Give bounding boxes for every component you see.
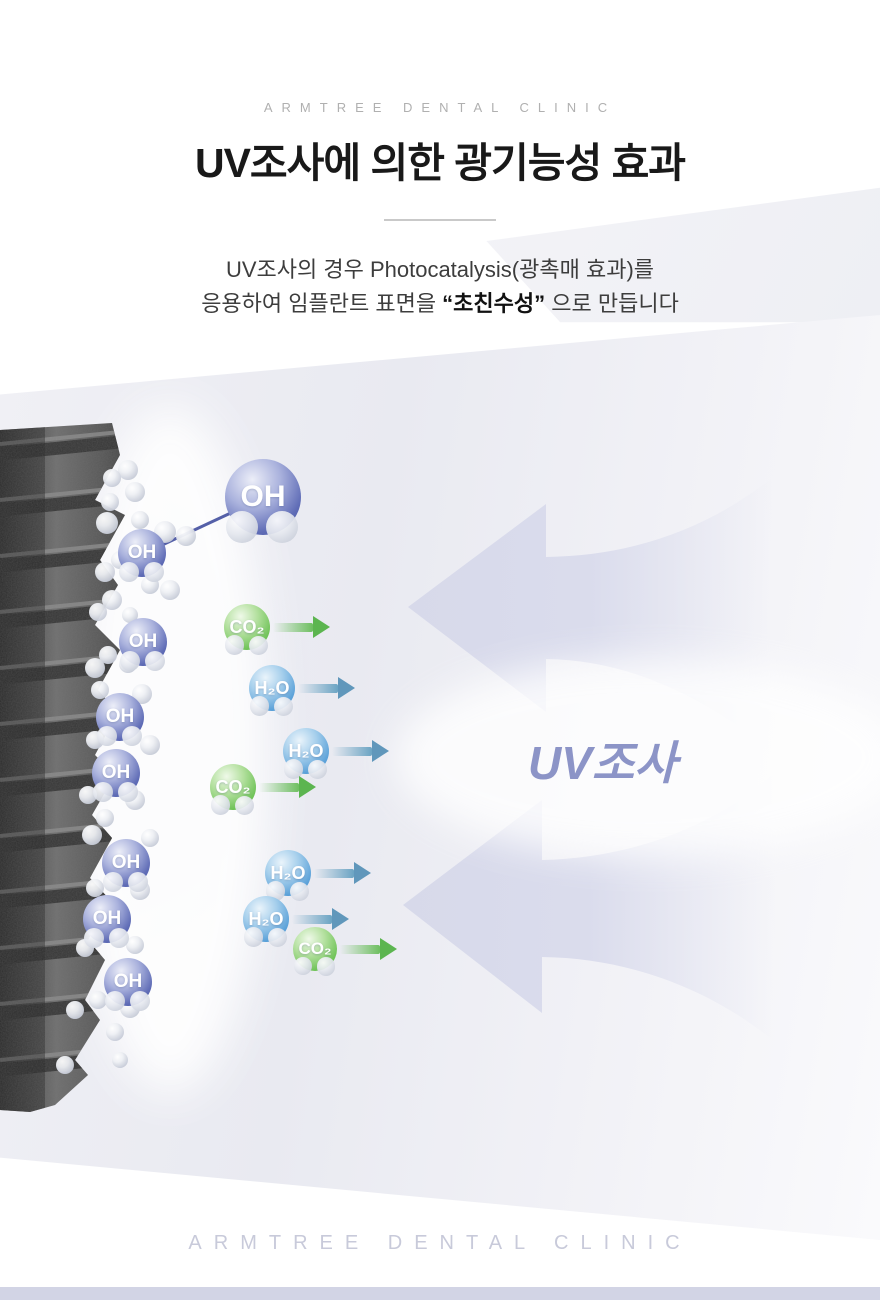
footer-bar <box>0 1287 880 1300</box>
subtitle-line2-bold: “초친수성” <box>442 291 546 316</box>
uv-label: UV조사 <box>528 737 677 789</box>
divider <box>384 219 496 221</box>
brand-text-top: ARMTREE DENTAL CLINIC <box>263 100 617 115</box>
page-title: UV조사에 의한 광기능성 효과 <box>194 140 686 186</box>
subtitle-line2-suffix: 으로 만듭니다 <box>545 291 679 316</box>
subtitle-line1: UV조사의 경우 Photocatalysis(광촉매 효과)를 <box>225 257 655 282</box>
subtitle-line2-prefix: 응용하여 임플란트 표면을 <box>201 291 443 316</box>
uv-label-highlight <box>395 658 880 858</box>
implant-screw <box>0 423 125 1112</box>
subtitle: UV조사의 경우 Photocatalysis(광촉매 효과)를 응용하여 임플… <box>0 253 880 321</box>
header: ARMTREE DENTAL CLINIC UV조사에 의한 광기능성 효과 U… <box>0 0 880 321</box>
oh-bond-line <box>159 509 236 548</box>
illustration-svg <box>0 405 880 1112</box>
brand-text-bottom: ARMTREE DENTAL CLINIC <box>188 1232 692 1254</box>
